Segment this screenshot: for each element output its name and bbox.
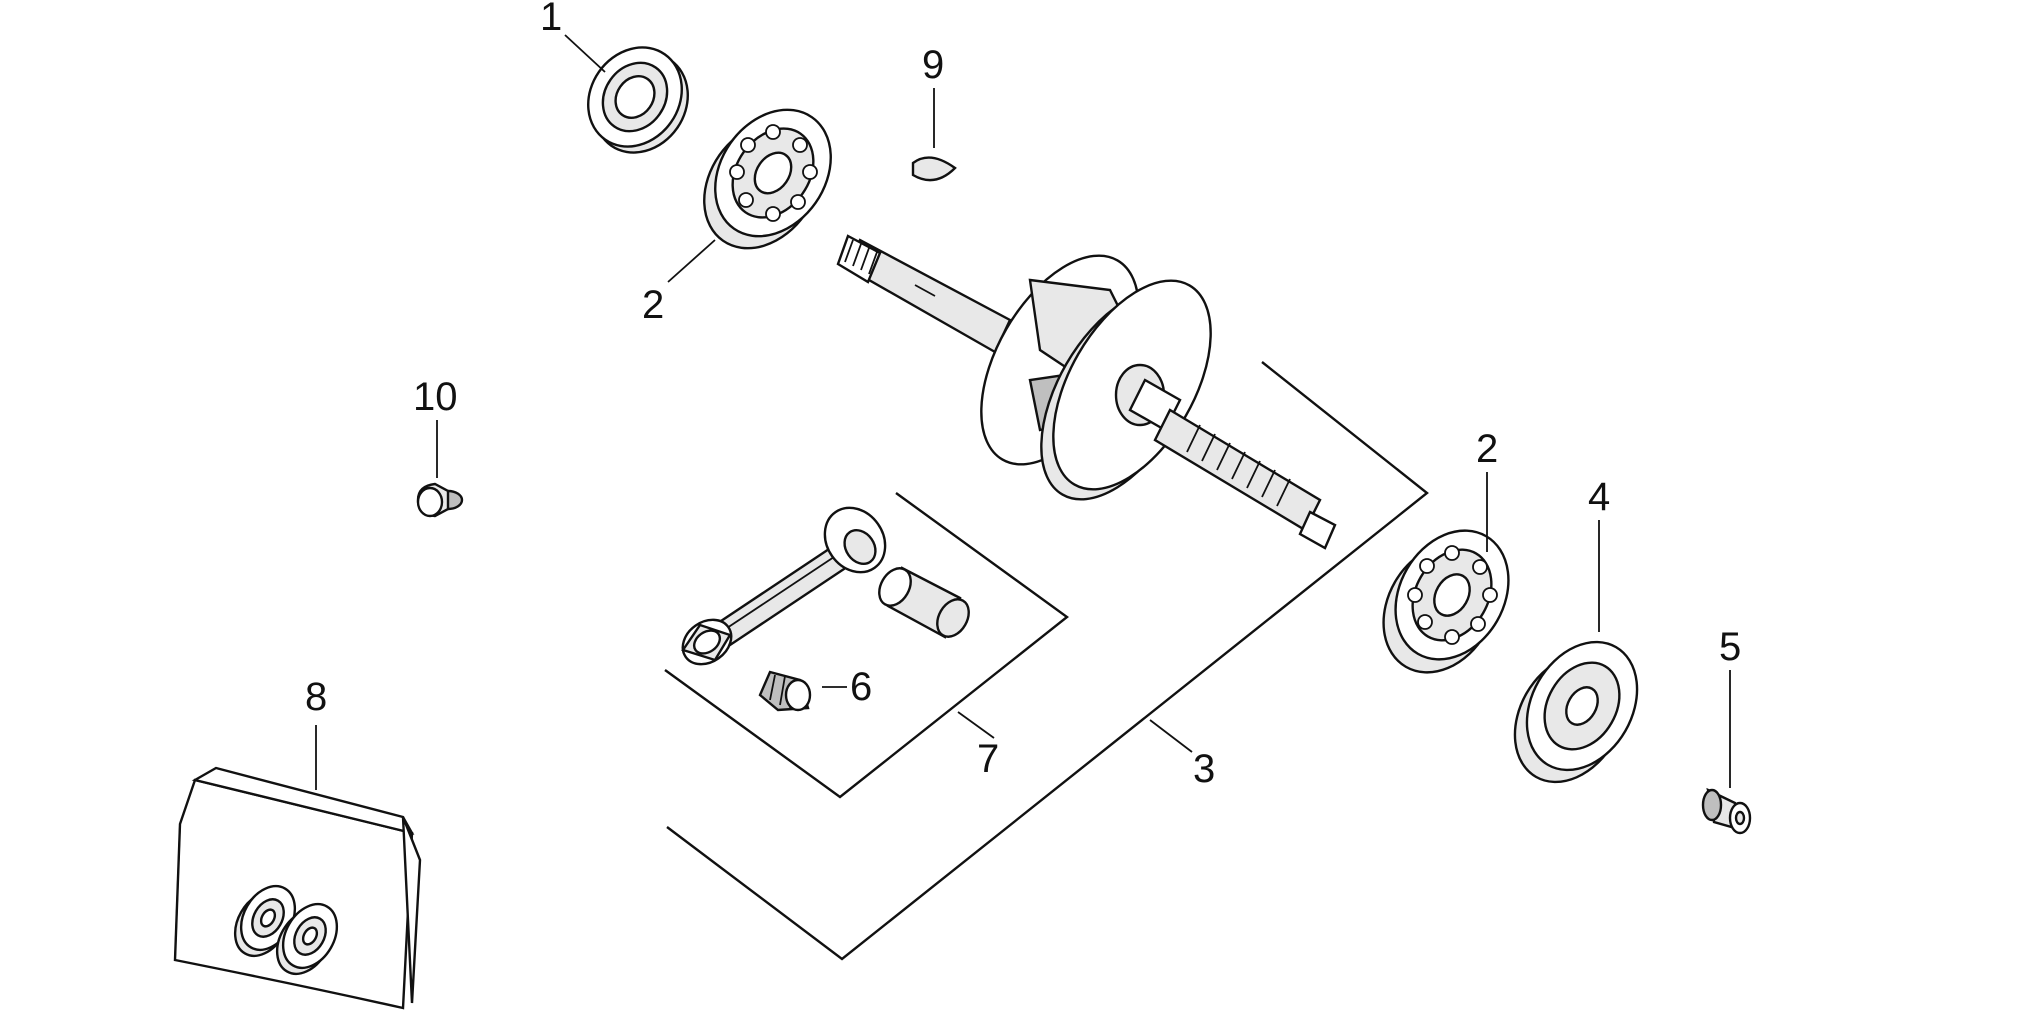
callout-8: 8: [305, 675, 327, 719]
callout-2-upper: 2: [642, 283, 664, 327]
part-3-crankshaft: [836, 234, 1337, 550]
callout-7: 7: [977, 737, 999, 781]
part-2-bearing-lower: [1382, 529, 1510, 674]
part-8-bearing-set: [173, 766, 422, 1010]
callout-4: 4: [1588, 475, 1610, 519]
callout-3: 3: [1193, 747, 1215, 791]
assembly-7-outline: [664, 492, 1069, 799]
callout-10: 10: [413, 375, 458, 419]
part-7-connecting-rod: [681, 506, 887, 666]
leader-line-1: [564, 34, 606, 73]
assembly-3-outline: [666, 361, 1429, 961]
callout-2-lower: 2: [1476, 427, 1498, 471]
leader-line-3: [1149, 719, 1193, 753]
part-2-bearing-upper: [703, 108, 832, 250]
leader-line-7: [957, 711, 995, 739]
callout-1: 1: [540, 0, 562, 39]
part-6-needle-bearing: [758, 670, 812, 712]
callout-9: 9: [922, 43, 944, 87]
part-7-piston-pin: [878, 566, 970, 639]
part-5-bushing: [1701, 787, 1752, 835]
leader-line-2a: [667, 239, 716, 283]
part-10-plug: [416, 482, 464, 518]
callout-6: 6: [850, 665, 872, 709]
callout-5: 5: [1719, 625, 1741, 669]
part-4-bearing: [1513, 640, 1639, 784]
part-1-oil-seal: [587, 46, 689, 154]
part-9-woodruff-key: [911, 156, 957, 182]
